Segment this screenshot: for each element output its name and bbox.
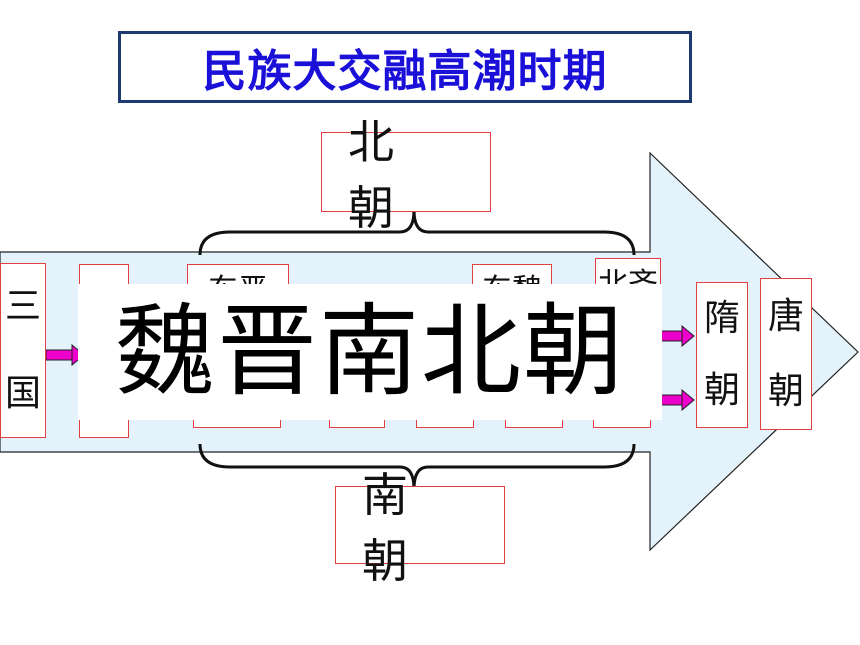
- sui-char-2: 朝: [703, 370, 740, 411]
- north-dynasties-label: 北 朝: [321, 115, 491, 235]
- overlay-text: 魏晋南北朝: [115, 293, 625, 410]
- tang-dynasty-box: 唐 朝: [760, 278, 812, 430]
- tang-char-2: 朝: [767, 370, 804, 412]
- period-overlay: 魏晋南北朝: [78, 284, 662, 420]
- title-box: 民族大交融高潮时期: [118, 31, 692, 103]
- north-label-text: 北 朝: [348, 115, 420, 235]
- tang-char-1: 唐: [767, 295, 804, 337]
- three-kingdoms-char-1: 三: [4, 286, 41, 328]
- sui-dynasty-box: 隋 朝: [696, 282, 748, 428]
- title-text: 民族大交融高潮时期: [202, 46, 608, 97]
- south-dynasties-label: 南 朝: [335, 468, 505, 588]
- south-label-text: 南 朝: [362, 468, 434, 588]
- sui-char-1: 隋: [703, 298, 740, 339]
- three-kingdoms-char-2: 国: [4, 372, 41, 414]
- three-kingdoms-box: 三 国: [0, 263, 46, 438]
